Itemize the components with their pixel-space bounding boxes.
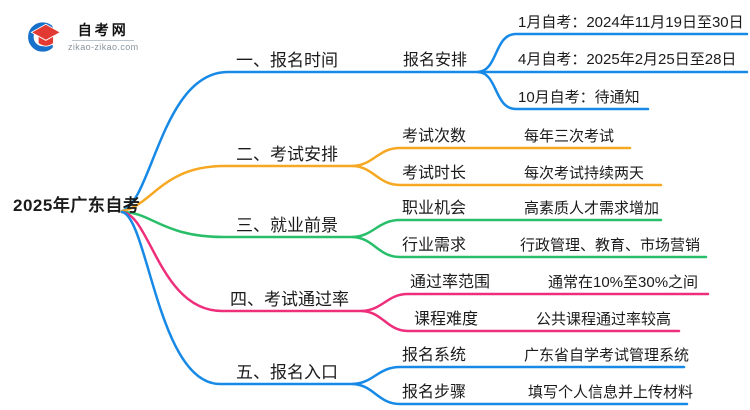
graduation-cap-icon <box>28 22 62 52</box>
logo-text: 自考网 zikao-zikao.com <box>68 22 139 53</box>
branch-4-leaf-1: 通常在10%至30%之间 <box>548 274 699 291</box>
branch-3-fork-lower-line <box>351 235 708 259</box>
branch-2-leaf-1: 每年三次考试 <box>524 128 615 145</box>
branch-5-leaf-2: 填写个人信息并上传材料 <box>528 384 694 401</box>
branch-4-mid-2: 课程难度 <box>414 311 479 328</box>
branch-1-leaf-2: 4月自考：2025年2月25日至28日 <box>518 51 737 68</box>
branch-5-fork-lower-line <box>351 382 689 406</box>
branch-1-fork-upper-line <box>476 32 749 74</box>
branch-3-label: 三、就业前景 <box>236 216 338 235</box>
branch-3-mid-1: 职业机会 <box>402 200 467 217</box>
branch-1-main-line <box>120 70 749 213</box>
branch-3-mid-2: 行业需求 <box>402 237 467 254</box>
branch-2-fork-lower-line <box>351 164 663 187</box>
branch-3-leaf-1: 高素质人才需求增加 <box>524 200 660 217</box>
branch-2-main-line <box>120 164 355 213</box>
root-node: 2025年广东自考 <box>13 196 141 215</box>
branch-1-leaf-3: 10月自考：待通知 <box>518 89 640 106</box>
branch-1-mid: 报名安排 <box>403 52 468 69</box>
logo-domain: zikao-zikao.com <box>68 41 139 52</box>
branch-4-mid-1: 通过率范围 <box>410 274 491 291</box>
branch-1-fork-lower-line <box>476 70 650 111</box>
branch-5-main-line <box>120 210 355 386</box>
branch-5-label: 五、报名入口 <box>236 363 338 382</box>
site-logo: 自考网 zikao-zikao.com <box>28 20 139 54</box>
branch-2-mid-2: 考试时长 <box>402 165 467 182</box>
branch-3-main-line <box>120 210 355 239</box>
branch-3-fork-upper-line <box>351 218 663 239</box>
branch-2-label: 二、考试安排 <box>236 145 338 164</box>
branch-5-mid-2: 报名步骤 <box>402 384 467 401</box>
branch-2-fork-upper-line <box>351 146 632 168</box>
branch-4-fork-upper-line <box>360 292 710 313</box>
logo-divider <box>72 39 135 41</box>
branch-4-leaf-2: 公共课程通过率较高 <box>536 311 672 328</box>
branch-2-mid-1: 考试次数 <box>402 128 467 145</box>
branch-1-leaf-1: 1月自考：2024年11月19日至30日 <box>518 14 744 31</box>
logo-title: 自考网 <box>77 21 129 38</box>
branch-4-fork-lower-line <box>360 309 681 333</box>
branch-5-fork-upper-line <box>351 365 686 386</box>
branch-4-label: 四、考试通过率 <box>230 290 349 309</box>
branch-4-main-line <box>120 210 364 313</box>
branch-3-leaf-2: 行政管理、教育、市场营销 <box>520 237 701 254</box>
branch-5-leaf-1: 广东省自学考试管理系统 <box>524 347 690 364</box>
branch-2-leaf-2: 每次考试持续两天 <box>524 165 645 182</box>
branch-1-label: 一、报名时间 <box>236 51 338 70</box>
branch-5-mid-1: 报名系统 <box>402 347 467 364</box>
